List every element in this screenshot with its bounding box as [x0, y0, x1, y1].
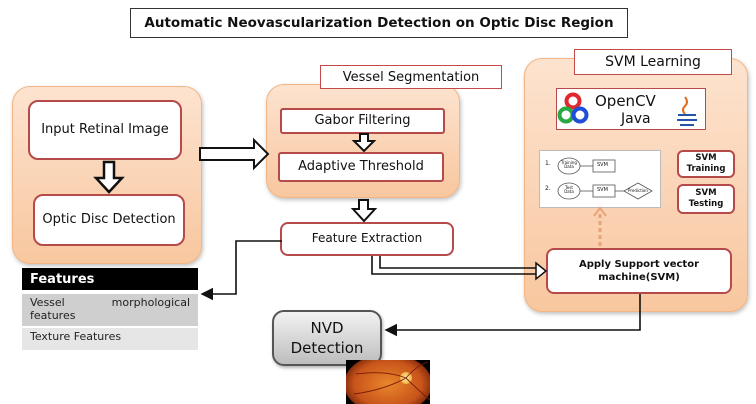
- features-header: Features: [22, 268, 198, 290]
- optic-disc-detection-box: Optic Disc Detection: [33, 194, 185, 246]
- input-retinal-image-box: Input Retinal Image: [28, 100, 182, 160]
- arrow-feature-to-list: [200, 240, 282, 301]
- feature-row-texture: Texture Features: [22, 328, 198, 350]
- arrow-input-to-optic: [93, 160, 125, 194]
- opencv-logo-icon: [557, 92, 697, 126]
- arrow-input-to-vessel: [199, 137, 270, 171]
- svm-node-1: SVM: [597, 162, 608, 168]
- step-2-label: 2.: [545, 185, 551, 192]
- java-text: Java: [621, 111, 651, 127]
- arrow-feature-to-svm: [371, 256, 540, 275]
- adaptive-threshold-box: Adaptive Threshold: [278, 152, 444, 182]
- fundus-photo-graphic: [346, 360, 430, 404]
- arrow-gabor-to-threshold: [351, 133, 377, 153]
- svm-node-2: SVM: [597, 187, 608, 193]
- nvd-detection-box: NVD Detection: [272, 310, 382, 366]
- arrow-svm-to-nvd: [384, 294, 641, 337]
- svm-training-box: SVM Training: [677, 150, 735, 178]
- svm-mini-flow: [557, 157, 653, 200]
- test-data-label: Test Data: [564, 185, 574, 195]
- vessel-segmentation-label: Vessel Segmentation: [320, 65, 502, 89]
- training-data-label: Training Data: [561, 160, 577, 170]
- opencv-java-logo: OpenCV Java: [556, 88, 706, 130]
- opencv-text: OpenCV: [595, 92, 656, 110]
- diagram-title: Automatic Neovascularization Detection o…: [130, 8, 628, 38]
- prediction-node: Prediction: [628, 188, 648, 193]
- svm-learning-label: SVM Learning: [574, 49, 732, 75]
- arrow-vessel-to-feature: [350, 199, 378, 223]
- svm-testing-box: SVM Testing: [677, 184, 735, 214]
- retinal-fundus-image: [346, 360, 430, 404]
- step-1-label: 1.: [545, 160, 551, 167]
- feature-extraction-box: Feature Extraction: [280, 222, 454, 256]
- svm-process-diagram: 1. 2. Training Data Test Data SVM SVM Pr…: [539, 150, 661, 208]
- apply-svm-box: Apply Support vector machine(SVM): [546, 248, 732, 294]
- feature-row-vessel: Vessel morphological features: [22, 294, 198, 326]
